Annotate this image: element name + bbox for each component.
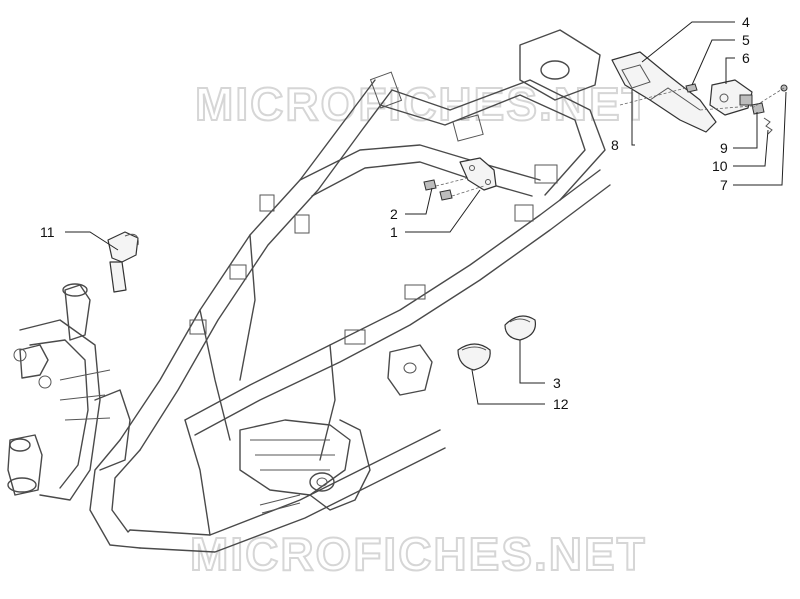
part-5-screw xyxy=(685,83,698,93)
assembly-dash-lines xyxy=(619,87,785,111)
part-12-clamp xyxy=(457,343,491,371)
callout-11: 11 xyxy=(40,224,55,240)
callout-5: 5 xyxy=(742,32,750,48)
callout-2: 2 xyxy=(390,206,398,222)
part-6-sensor xyxy=(709,79,753,116)
watermark-top: MICROFICHES.NET xyxy=(195,78,652,130)
callout-4: 4 xyxy=(742,14,750,30)
part-10-spring xyxy=(763,117,773,135)
callout-labels: 4 5 6 8 9 10 7 2 1 11 3 12 xyxy=(40,14,750,412)
callout-10: 10 xyxy=(712,158,728,174)
leader-lines xyxy=(65,21,787,405)
callout-6: 6 xyxy=(742,50,750,66)
scooter-frame xyxy=(7,29,611,553)
callout-8: 8 xyxy=(611,137,619,153)
part-3-clamp xyxy=(504,315,537,341)
part-11-lock xyxy=(107,231,139,293)
callout-1: 1 xyxy=(390,224,398,240)
part-1-hinge xyxy=(459,157,497,191)
callout-7: 7 xyxy=(720,177,728,193)
callout-9: 9 xyxy=(720,140,728,156)
part-2-screws xyxy=(423,177,485,201)
callout-12: 12 xyxy=(553,396,569,412)
callout-3: 3 xyxy=(553,375,561,391)
watermark-bottom: MICROFICHES.NET xyxy=(190,528,647,580)
